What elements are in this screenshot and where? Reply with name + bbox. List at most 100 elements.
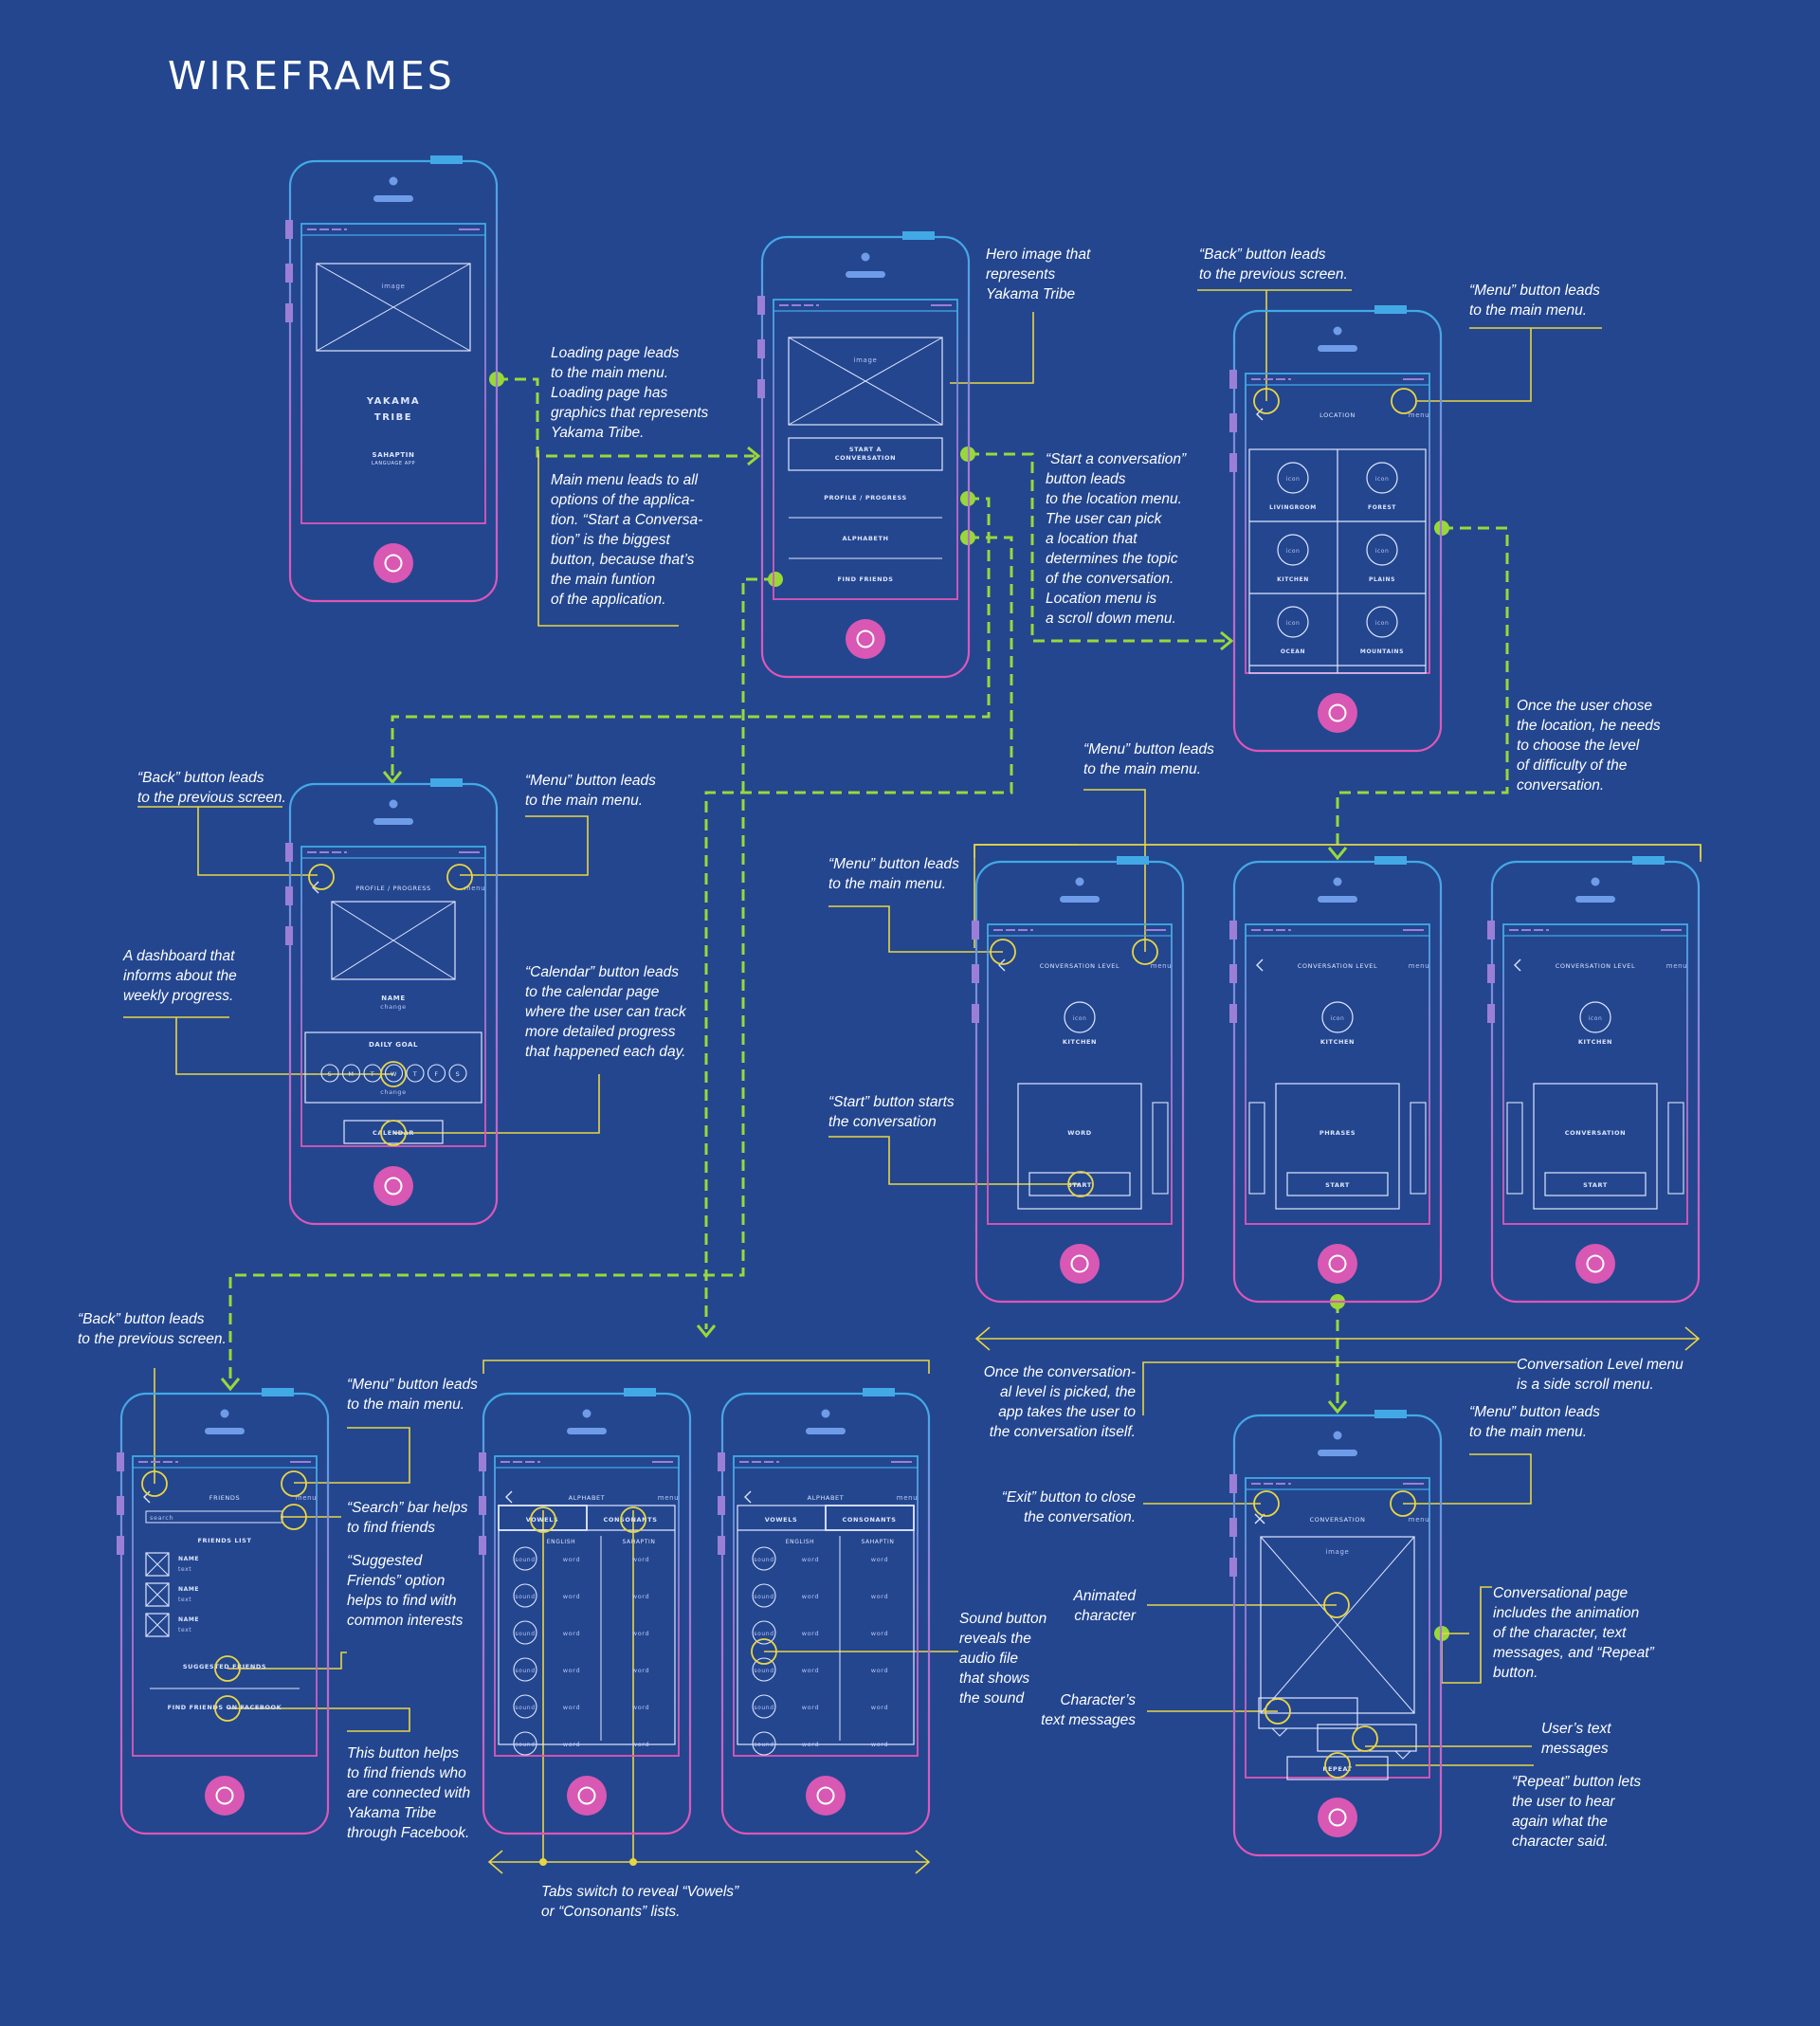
icon-label: icon (1375, 548, 1390, 555)
weekday-circle (384, 1064, 404, 1083)
location-tile-label: OCEAN (1281, 648, 1305, 655)
annotation-conversational-page: Conversational page includes the animati… (1493, 1585, 1654, 1681)
leader-once-level (1142, 1361, 1517, 1415)
friend-avatar (145, 1582, 170, 1607)
volume-button (1229, 1474, 1237, 1493)
annotation-animated: Animated character (1073, 1588, 1136, 1624)
annotation-once-location: Once the user chose the location, he nee… (1517, 698, 1661, 794)
tabs-arrow (915, 1850, 931, 1874)
friend-text: text (178, 1627, 191, 1634)
menu-label: menu (1409, 1516, 1429, 1524)
flow-connector (968, 452, 1228, 643)
friend-avatar (145, 1613, 170, 1637)
volume-button (718, 1452, 725, 1471)
back-chevron-icon (1514, 958, 1521, 972)
icon-label: icon (1286, 476, 1301, 483)
image-label: image (854, 356, 878, 364)
column-english: ENGLISH (547, 1539, 576, 1545)
friends-list-title: FRIENDS LIST (198, 1537, 252, 1544)
weekday-circle (320, 1064, 339, 1083)
highlight-circle (1253, 388, 1280, 414)
phone-body (1490, 860, 1701, 1304)
flow-connector (704, 536, 1013, 1329)
highlight-circle (446, 864, 473, 890)
screen-header-title: ALPHABET (569, 1494, 606, 1502)
sound-button (752, 1694, 776, 1719)
flow-connector (228, 577, 775, 1382)
tab-consonants: CONSONANTS (604, 1516, 658, 1524)
sound-label: sound (754, 1705, 774, 1711)
column-sahaptin: SAHAPTIN (862, 1539, 895, 1545)
image-frame (331, 901, 456, 980)
phone-body (760, 235, 971, 679)
tab-vowels: VOWELS (526, 1516, 558, 1524)
image-diagonal (145, 1582, 170, 1607)
sahaptin-word: word (632, 1556, 649, 1563)
home-button (1318, 693, 1357, 733)
volume-button (117, 1452, 124, 1471)
annotation-menu-levels-top: “Menu” button leads to the main menu. (1083, 741, 1214, 777)
english-word: word (802, 1704, 819, 1711)
annotation-menu-conversation: “Menu” button leads to the main menu. (1469, 1404, 1600, 1440)
screen-header-title: CONVERSATION (1310, 1516, 1366, 1524)
bracket-levels-top (974, 844, 1702, 858)
message-tail (1394, 1750, 1411, 1760)
location-icon (1277, 534, 1309, 566)
annotation-menu-friends: “Menu” button leads to the main menu. (347, 1377, 478, 1413)
image-placeholder (316, 263, 471, 352)
english-word: word (802, 1667, 819, 1674)
highlight-circle (214, 1695, 241, 1722)
screen-header-title: FRIENDS (209, 1494, 240, 1502)
screen (773, 299, 958, 600)
active-tab (498, 1505, 588, 1531)
annotation-main-menu-leads: Main menu leads to all options of the ap… (551, 472, 703, 608)
topic-label: KITCHEN (1320, 1038, 1355, 1046)
location-icon (1366, 534, 1398, 566)
tab-vowels: VOWELS (765, 1516, 797, 1524)
home-button-ring (1070, 1254, 1089, 1273)
image-diagonal (145, 1613, 170, 1637)
home-button (846, 619, 885, 659)
screen (300, 223, 486, 524)
volume-button (1229, 1558, 1237, 1577)
character-message (1258, 1697, 1358, 1729)
icon-label: icon (1286, 548, 1301, 555)
level-card (1275, 1083, 1400, 1210)
sound-button (513, 1583, 537, 1608)
phone-body (119, 1392, 330, 1835)
sahaptin-word: word (871, 1667, 888, 1674)
annotation-back-location: “Back” button leads to the previous scre… (1199, 246, 1348, 283)
sahaptin-word: word (871, 1556, 888, 1563)
home-button (373, 543, 413, 583)
speaker-slot (806, 1428, 846, 1434)
leader-menu-levels-top (1083, 789, 1146, 952)
icon-label: icon (1286, 620, 1301, 627)
volume-button (1229, 453, 1237, 472)
leader-dot (539, 1858, 547, 1866)
home-button-ring (1328, 703, 1347, 722)
start-button (1286, 1172, 1389, 1196)
app-name: TRIBE (374, 412, 412, 423)
facebook-label: FIND FRIENDS ON FACEBOOK (168, 1704, 282, 1711)
volume-button (479, 1452, 486, 1471)
daily-goal-label: DAILY GOAL (369, 1041, 418, 1049)
power-button (863, 1388, 895, 1396)
weekday-circle (427, 1064, 446, 1083)
image-placeholder (331, 901, 456, 980)
english-word: word (802, 1593, 819, 1600)
volume-button (117, 1496, 124, 1515)
camera-dot (582, 1409, 592, 1418)
flow-arrowhead (382, 771, 403, 785)
repeat-button (1286, 1756, 1389, 1780)
animated-character (1260, 1536, 1415, 1714)
highlight-circle (1132, 939, 1158, 965)
home-button (1575, 1244, 1615, 1284)
image-frame (145, 1582, 170, 1607)
topic-label: KITCHEN (1063, 1038, 1097, 1046)
home-button (806, 1776, 846, 1816)
screen (987, 923, 1173, 1225)
annotation-calendar: “Calendar” button leads to the calendar … (525, 964, 686, 1060)
